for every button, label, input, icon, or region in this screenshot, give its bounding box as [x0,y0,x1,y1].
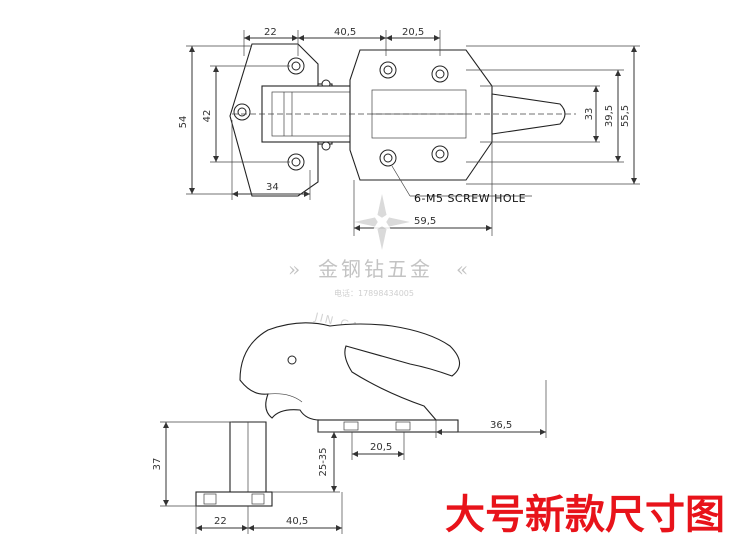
dim-label: 22 [214,516,227,527]
handle-body [239,322,461,421]
dim-label: 40,5 [286,516,308,527]
banner-title: 大号新款尺寸图 [445,492,725,538]
dim-bottom-34: 34 [231,120,311,200]
side-view: 37 25-35 20,5 36,5 [152,322,547,534]
dim-36-5: 36,5 [435,380,547,438]
dim-label: 54 [178,116,189,129]
screw-hole-callout: 6-M5 SCREW HOLE [391,165,532,205]
dim-left: 54 42 [178,45,290,195]
dim-label: 33 [584,108,595,121]
watermark-brand-cn: 金钢钻五金 [318,257,433,281]
handle-pivot [287,355,297,365]
dim-label: 22 [264,27,277,38]
dim-25-35: 25-35 [272,431,340,493]
compass-star-icon [354,194,410,250]
dim-label: 59,5 [414,216,436,227]
base-plate [195,491,273,507]
dim-label: 20,5 [370,442,392,453]
chevron-left-icon: « [456,257,471,281]
dim-label: 55,5 [620,105,631,127]
dim-label: 39,5 [604,105,615,127]
dim-label: 20,5 [402,27,424,38]
dim-label: 37 [152,458,163,471]
dim-label: 40,5 [334,27,356,38]
dim-label: 25-35 [318,447,329,476]
handle-tongue [491,93,566,135]
chevron-right-icon: » [288,257,303,281]
strike-plate [317,419,459,433]
dim-label: 42 [202,110,213,123]
dim-37: 37 [152,421,232,507]
dim-20-5: 20,5 [351,432,405,460]
watermark-phone: 电话：17898434005 [334,288,414,298]
dim-right: 33 39,5 55,5 [466,45,640,185]
latch-body [349,49,493,181]
top-view: 22 40,5 20,5 54 42 34 [178,27,640,236]
hinge-pin-bottom [321,141,331,151]
dim-label: 34 [266,182,279,193]
dim-bottom-row: 22 40,5 [195,492,343,534]
dim-label: 36,5 [490,420,512,431]
screw-hole-label: 6-M5 SCREW HOLE [414,192,526,205]
dim-top-row: 22 40,5 20,5 [243,27,441,56]
